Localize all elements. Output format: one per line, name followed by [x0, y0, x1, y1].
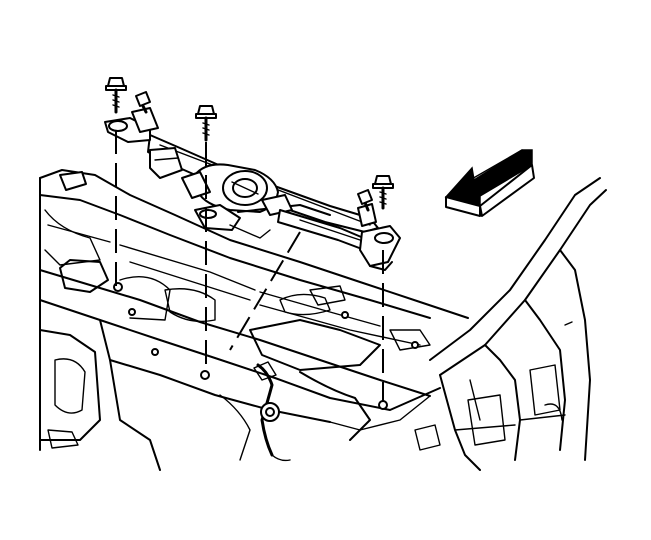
- bolt-icon: [195, 105, 217, 142]
- bolt-icon: [372, 175, 394, 210]
- alignment-guides: [115, 130, 384, 402]
- body-pillar: [414, 177, 607, 471]
- cowl-panel: [39, 169, 469, 471]
- bolt-icon: [105, 77, 127, 114]
- wiper-module: [104, 91, 401, 271]
- arrow-icon: [444, 149, 535, 217]
